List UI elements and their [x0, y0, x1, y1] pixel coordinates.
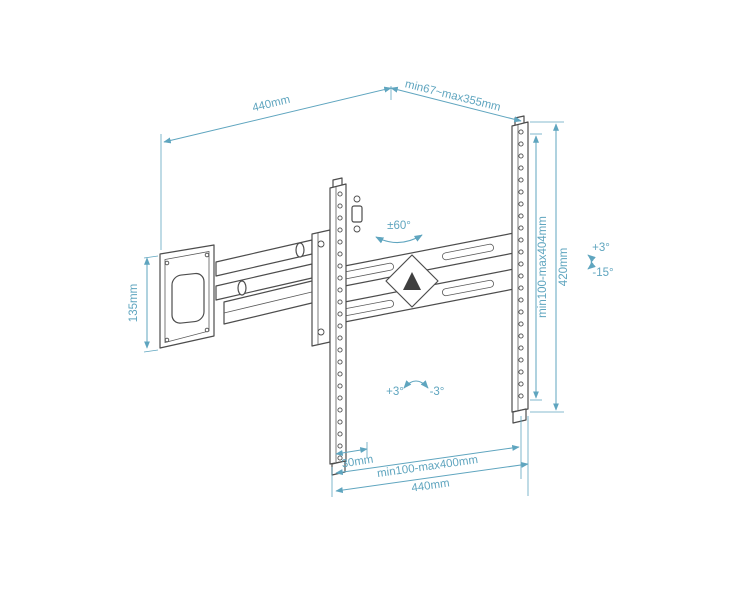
annotation-swivel: ±60°: [375, 220, 423, 244]
arm-elbow-joint: [295, 242, 305, 258]
pivot-pin-bottom: [317, 328, 325, 336]
logo-triangle-icon: [403, 272, 421, 290]
level-left-label: +3°: [386, 386, 404, 398]
dim-bottom-width-label: 440mm: [411, 477, 451, 494]
spacer-washer-top: [353, 195, 361, 203]
arm-main-edge: [223, 290, 317, 314]
dim-extension-range: min67~max355mm: [390, 78, 522, 123]
dim-vesa-vertical: min100-max404mm: [533, 135, 549, 399]
spacer-sleeve: [351, 205, 363, 223]
right-rail-bottom-hook: [512, 408, 527, 424]
wall-plate-bolt-br: [204, 327, 210, 333]
spacer-hardware: [351, 195, 363, 233]
dim-top-width: 440mm: [163, 86, 392, 144]
wall-plate: [159, 244, 215, 349]
crossbar-assembly: [323, 232, 515, 327]
dim-bottom-width: 440mm: [335, 461, 529, 495]
dim-vesa-horizontal-label: min100-max400mm: [376, 454, 478, 480]
spacer-washer-bottom: [353, 225, 361, 233]
dim-top-width-label: 440mm: [251, 94, 291, 115]
dim-plate-height-label: 135mm: [128, 284, 140, 322]
articulating-arm: [215, 229, 331, 347]
wall-plate-bolt-tr: [204, 252, 210, 258]
wall-plate-bolt-bl: [164, 337, 170, 343]
arm-elbow-joint-2: [237, 280, 247, 296]
tilt-down-label: -15°: [592, 267, 613, 279]
wall-plate-bolt-tl: [164, 260, 170, 266]
dim-bracket-height: 420mm: [553, 123, 570, 411]
tilt-up-label: +3°: [592, 242, 610, 254]
annotation-tilt: +3° -15°: [587, 242, 614, 279]
slot-upper-right: [442, 243, 494, 261]
swivel-label: ±60°: [387, 220, 411, 232]
right-rail: [511, 115, 529, 424]
wall-plate-opening: [171, 272, 205, 324]
level-right-label: -3°: [430, 386, 445, 398]
annotation-level: +3° -3°: [386, 380, 445, 398]
dim-bracket-height-label: 420mm: [558, 248, 570, 286]
right-rail-holes: [518, 129, 524, 399]
left-rail: [329, 177, 347, 476]
dim-vesa-vertical-label: min100-max404mm: [537, 216, 549, 318]
dim-extension-range-label: min67~max355mm: [404, 78, 502, 114]
right-rail-body: [511, 121, 529, 413]
slot-lower-right: [441, 279, 495, 297]
pivot-pin-top: [317, 240, 325, 248]
dim-plate-height: 135mm: [128, 257, 150, 349]
mount-drawing: [159, 115, 529, 476]
